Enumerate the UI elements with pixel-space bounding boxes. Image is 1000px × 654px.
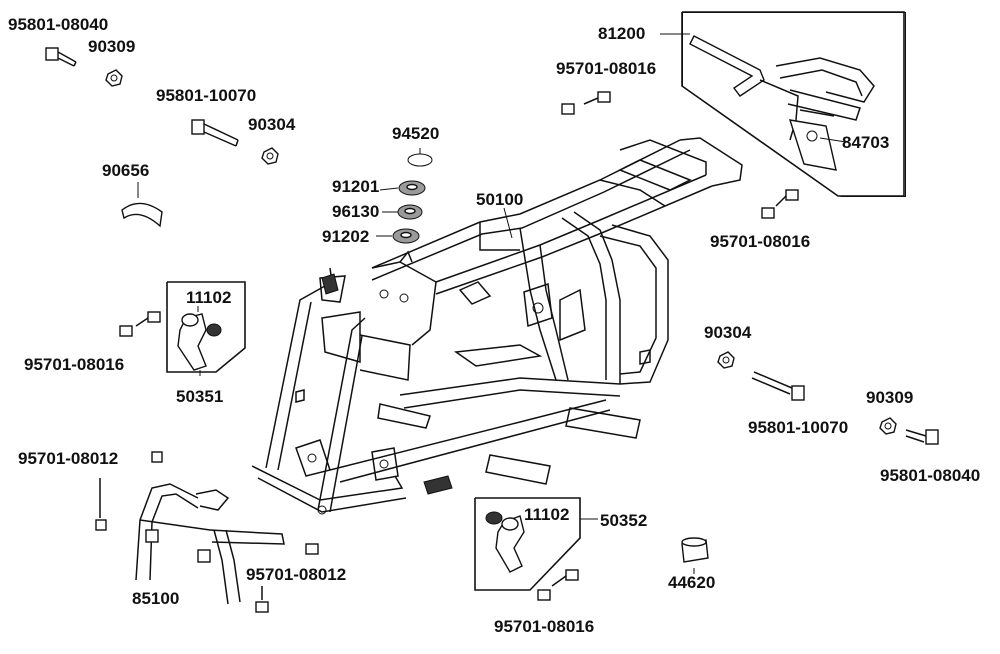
bolt-95701-08016-d — [537, 569, 579, 601]
label-95801-10070-a: 95801-10070 — [156, 86, 257, 105]
label-95701-08012-b: 95701-08012 — [246, 565, 347, 584]
label-90304-a: 90304 — [248, 115, 296, 134]
bolt-95701-08012-b — [255, 543, 319, 613]
mount-50351-part — [177, 313, 222, 371]
label-95801-10070-b: 95801-10070 — [748, 418, 849, 437]
mount-50352-part — [485, 511, 525, 573]
label-85100: 85100 — [132, 589, 180, 608]
nut-90304-a — [261, 147, 279, 165]
label-90656: 90656 — [102, 161, 150, 180]
main-frame-part — [251, 137, 743, 515]
nut-90304-b — [717, 351, 735, 369]
bushing-44620 — [681, 537, 709, 563]
bumper-85100-part — [135, 483, 285, 605]
nut-90309-a — [105, 69, 123, 87]
seal-96130 — [397, 204, 423, 220]
label-96130: 96130 — [332, 202, 380, 221]
label-90309-b: 90309 — [866, 388, 914, 407]
label-50351: 50351 — [176, 387, 224, 406]
bolt-95801-08040-b — [905, 429, 939, 445]
bolt-95801-08040-a — [45, 47, 77, 67]
label-90309-a: 90309 — [88, 37, 136, 56]
bolt-95701-08016-b — [761, 189, 799, 219]
leader-lines — [137, 33, 847, 574]
label-95701-08016-a: 95701-08016 — [556, 59, 657, 78]
label-95801-08040-b: 95801-08040 — [880, 466, 981, 485]
label-95701-08012-a: 95701-08012 — [18, 449, 119, 468]
label-95701-08016-b: 95701-08016 — [710, 232, 811, 251]
label-11102-b: 11102 — [524, 505, 570, 524]
label-94520: 94520 — [392, 124, 440, 143]
label-44620: 44620 — [668, 573, 716, 592]
label-84703: 84703 — [842, 133, 890, 152]
bolt-95801-10070-b — [751, 371, 805, 401]
label-95701-08016-c: 95701-08016 — [24, 355, 125, 374]
bolt-95701-08016-a — [561, 91, 611, 115]
label-50352: 50352 — [600, 511, 648, 530]
rear-carrier-part — [689, 35, 875, 171]
label-81200: 81200 — [598, 24, 646, 43]
bolt-95701-08016-c — [119, 311, 161, 337]
label-90304-b: 90304 — [704, 323, 752, 342]
label-91202: 91202 — [322, 227, 370, 246]
bolt-95701-08012-a — [95, 451, 163, 531]
label-91201: 91201 — [332, 177, 380, 196]
bolt-95801-10070-a — [191, 119, 239, 147]
label-11102-a: 11102 — [186, 288, 232, 307]
label-95701-08016-d: 95701-08016 — [494, 617, 595, 636]
bearing-91201 — [398, 180, 426, 196]
bearing-91202 — [392, 228, 420, 244]
nut-90309-b — [879, 417, 897, 435]
label-95801-08040-a: 95801-08040 — [8, 15, 109, 34]
clip-90656 — [121, 202, 163, 228]
label-50100: 50100 — [476, 190, 524, 209]
